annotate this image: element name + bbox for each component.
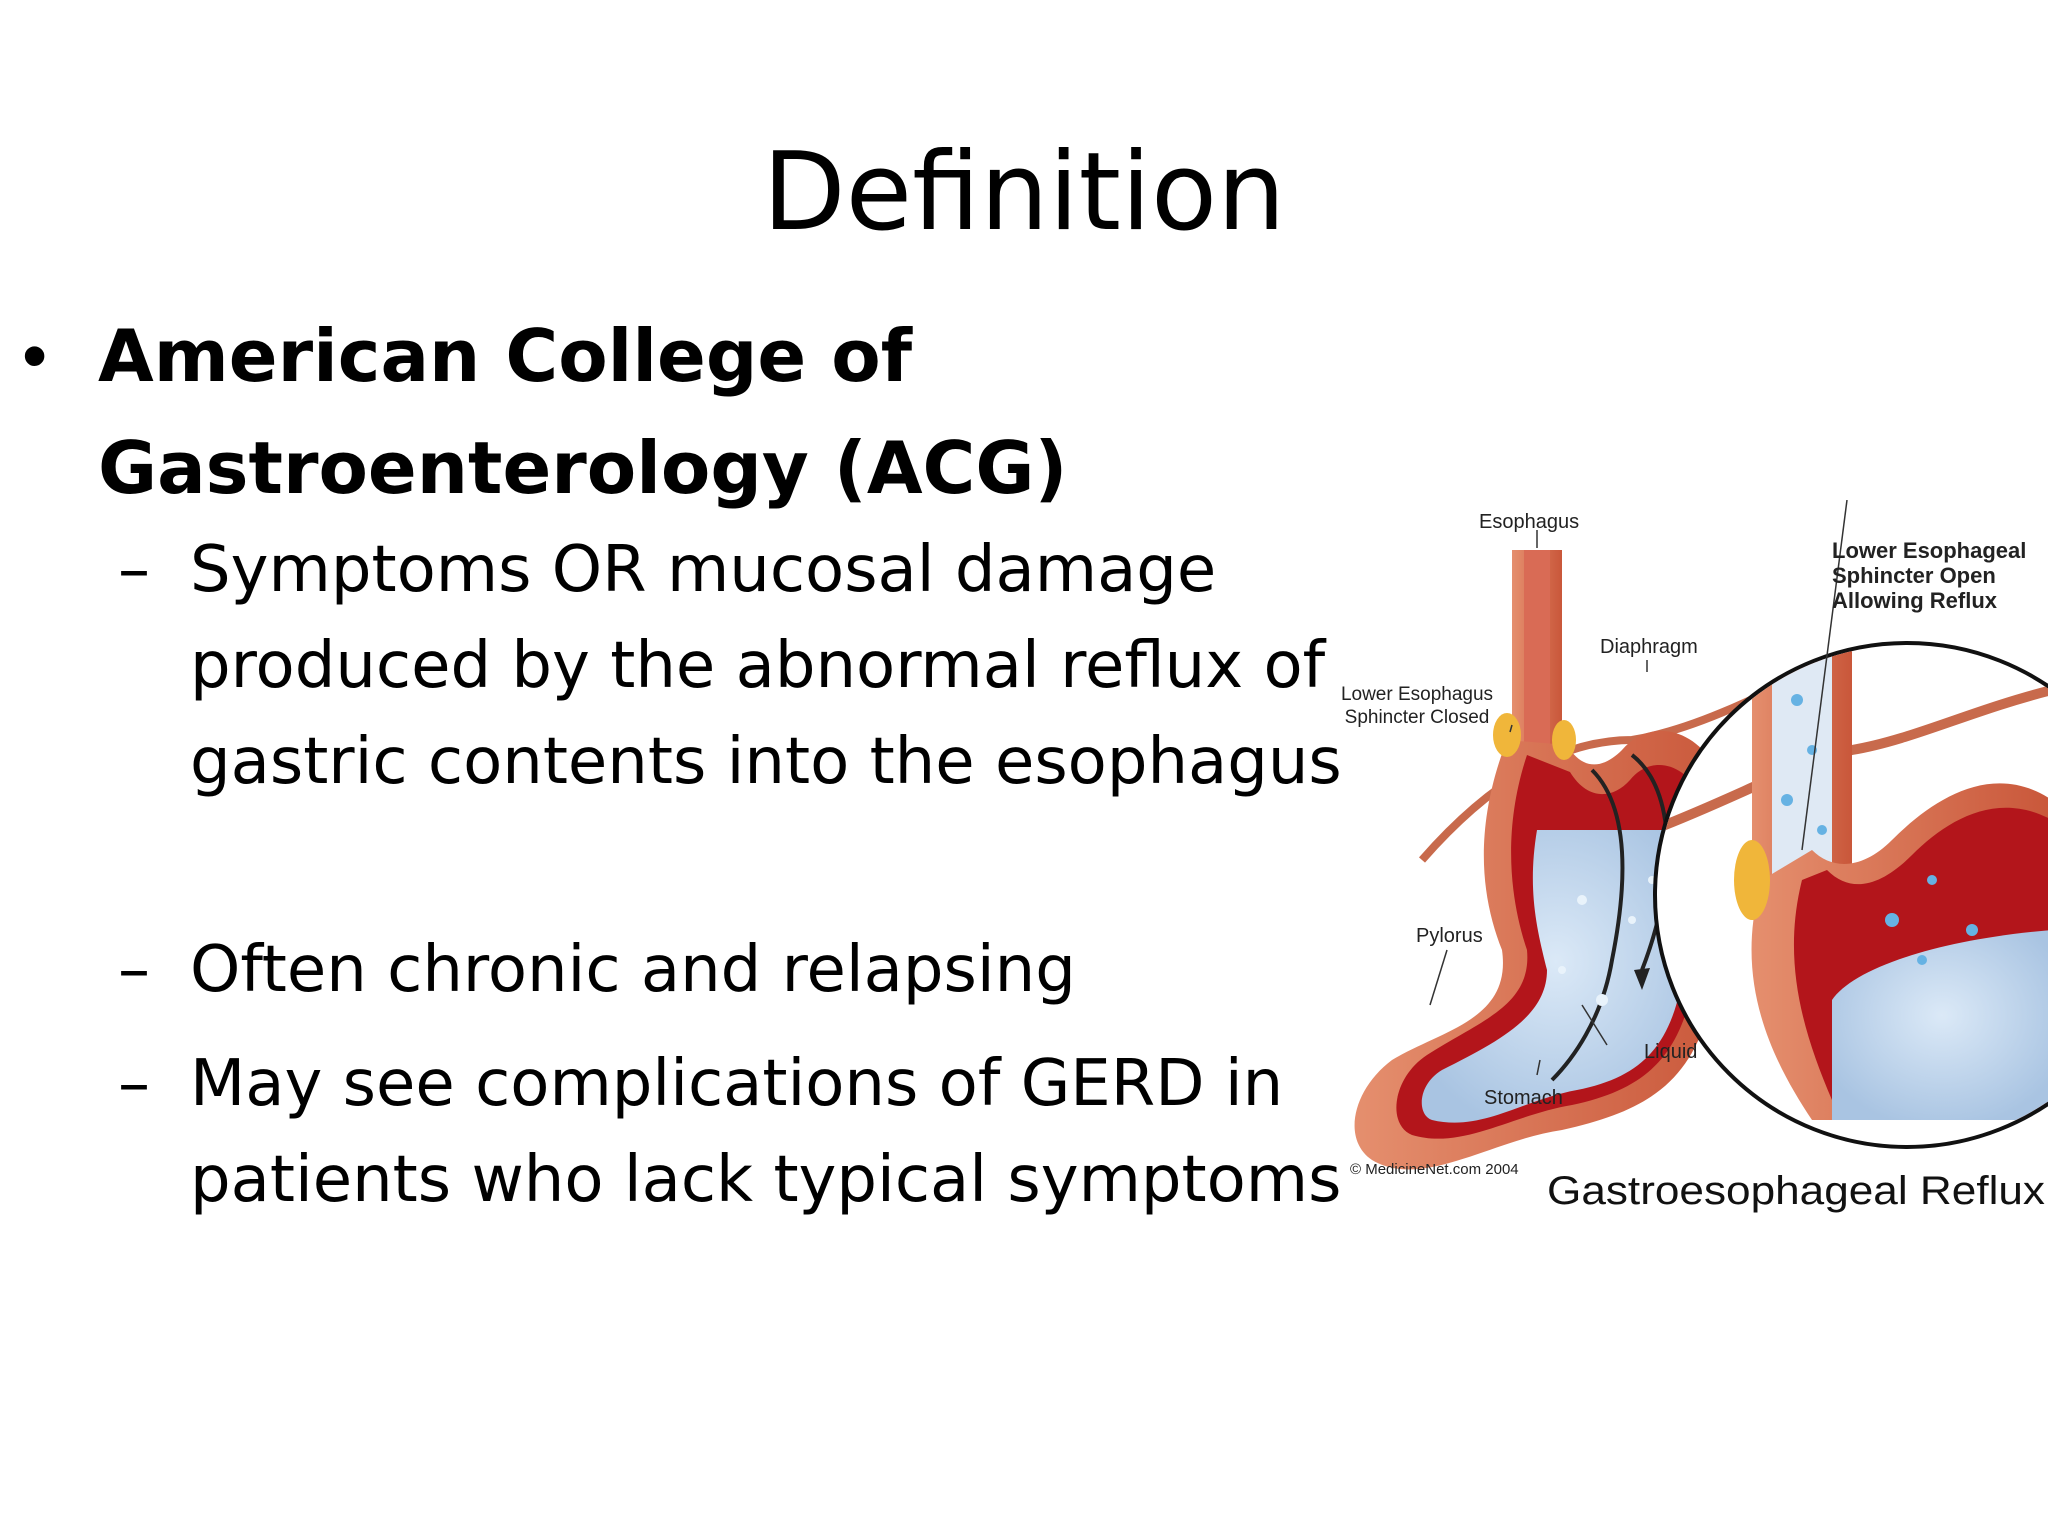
label-stomach: Stomach — [1484, 1087, 1563, 1109]
label-diaphragm: Diaphragm — [1600, 636, 1698, 658]
slide-title: Definition — [762, 130, 1286, 255]
magnified-view — [1653, 641, 2048, 1149]
dash-icon: – — [118, 533, 150, 607]
label-les-open: Lower Esophageal Sphincter Open Allowing… — [1832, 538, 2027, 613]
label-les-closed: Lower Esophagus Sphincter Closed — [1340, 684, 1494, 728]
sub-bullet-text: May see complications of GERD in patient… — [190, 1047, 1342, 1217]
sub-bullet-text: Often chronic and relapsing — [190, 933, 1076, 1007]
figure-caption: Gastroesophageal Reflux — [1547, 1169, 2045, 1213]
bullet-acg: American College of Gastroenterology (AC… — [98, 314, 1068, 510]
sub-bullet-text: Symptoms OR mucosal damage produced by t… — [190, 533, 1342, 799]
label-pylorus: Pylorus — [1416, 925, 1483, 947]
bullet-icon: • — [22, 316, 48, 396]
label-esophagus: Esophagus — [1479, 511, 1579, 533]
gerd-illustration: Esophagus Diaphragm Lower Esophagus Sphi… — [1332, 500, 2048, 1220]
dash-icon: – — [118, 933, 150, 1007]
dash-icon: – — [118, 1047, 150, 1121]
label-liquid: Liquid — [1644, 1041, 1697, 1063]
label-credit: © MedicineNet.com 2004 — [1350, 1161, 1519, 1178]
stomach-illustration — [1354, 550, 1814, 1170]
